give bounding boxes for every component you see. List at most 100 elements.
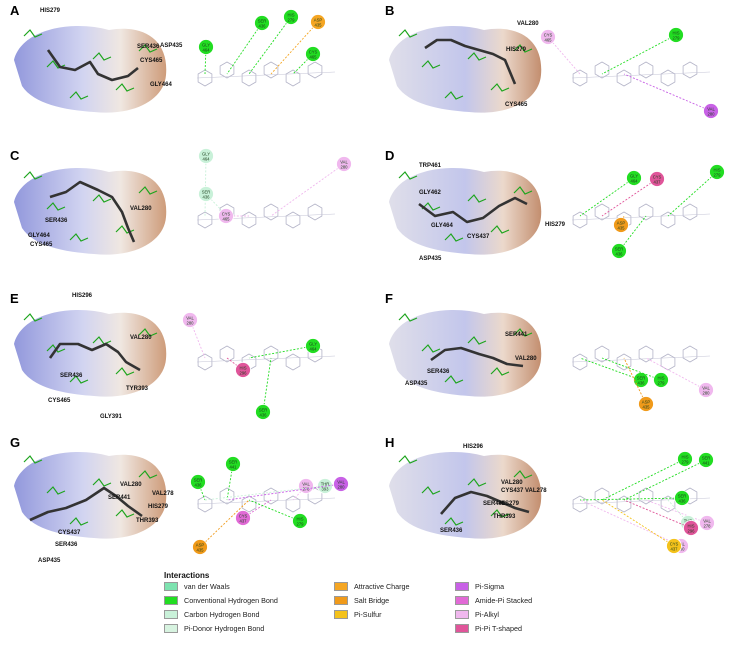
interaction-line [270,163,345,217]
legend-item-salt-bridge: Salt Bridge [334,596,389,605]
bubble-label: SER [229,460,238,465]
residue-bubble: HIS296 [683,520,699,536]
residue-stick [444,91,464,100]
residue-stick [398,313,418,322]
legend-label: Pi-Sulfur [354,610,382,619]
bubble-label: HIS [673,31,680,36]
residue-stick [138,328,158,337]
bubble-label: 435 [197,547,205,552]
protein-surface [14,451,167,539]
residue-bubble: GLY464 [305,338,321,354]
bubble-label: 464 [203,47,211,52]
interaction-line [197,481,206,501]
residue-bubble: SER436 [633,372,649,388]
residue-bubble: VAL278 [298,478,314,494]
panel-label: D [385,148,394,163]
interaction-line [248,16,292,75]
ligand-2d [571,61,711,87]
residue-stick [513,470,533,479]
residue-stick [467,52,487,61]
legend-swatch [164,610,178,619]
panel-label: B [385,3,394,18]
residue-stick [467,478,487,487]
legend-label: Pi-Pi T-shaped [475,624,523,633]
residue-bubble: ASP435 [192,539,208,555]
bubble-label: 278 [303,486,311,491]
interaction-line [262,357,272,413]
residue-stick [490,367,510,376]
residue-stick [444,375,464,384]
bubble-label: 435 [315,22,323,27]
bubble-label: SER [194,478,203,483]
residue-stick [421,202,441,211]
bubble-label: 279 [673,35,681,40]
bubble-label: VAL [702,386,710,391]
residue-bubble: VAL280 [703,103,719,119]
ligand-2d [571,203,711,229]
residue-label: SER436 [440,528,463,534]
bubble-label: HIS [288,13,295,18]
residue-stick [421,486,441,495]
legend-item-pi-sigma: Pi-Sigma [455,582,504,591]
residue-bubble: GLY464 [198,39,214,55]
bubble-label: 464 [310,346,318,351]
residue-stick [467,336,487,345]
bubble-label: GLY [630,174,638,179]
residue-stick [115,367,135,376]
residue-bubble: HIS279 [653,372,669,388]
legend-swatch [164,596,178,605]
residue-bubble: VAL280 [182,312,198,328]
residue-bubble: GLY464 [626,170,642,186]
residue-bubble: HIS296 [235,362,251,378]
residue-bubble: ASP435 [613,217,629,233]
bubble-label: THR [321,482,330,487]
residue-label: HIS296 [72,293,93,299]
residue-label: CYS437 [58,530,81,536]
bubble-label: 435 [643,404,651,409]
residue-bubble: VAL278 [699,515,715,531]
residue-label: GLY462 [419,190,441,196]
bubble-label: 279 [297,521,305,526]
legend-label: Amide-Pi Stacked [475,596,533,605]
residue-bubble: SER436 [611,243,627,259]
residue-label: SER436 [60,373,83,379]
residue-stick [490,225,510,234]
residue-label: VAL278 [152,491,174,497]
residue-stick [444,233,464,242]
interaction-line [601,499,675,547]
panel-label: H [385,435,394,450]
interaction-line [601,34,677,75]
bubble-label: 437 [671,546,679,551]
residue-bubble: ASP435 [638,396,654,412]
protein-surface [14,25,167,113]
legend-swatch [164,582,178,591]
bubble-label: 436 [616,251,624,256]
residue-stick [23,313,43,322]
bubble-label: 436 [203,194,211,199]
panel-label: A [10,3,20,18]
residue-label: VAL280 [517,21,539,27]
bubble-label: VAL [703,519,711,524]
interaction-line [623,357,647,405]
residue-bubble: CYS465 [218,208,234,224]
interaction-line [667,171,718,217]
legend-label: Attractive Charge [354,582,410,591]
residue-label: SER441 [108,495,131,501]
bubble-label: VAL [337,480,345,485]
residue-stick [490,83,510,92]
residue-label: GLY464 [431,223,453,229]
bubble-label: GLY [202,152,210,157]
residue-label: VAL278 [525,488,547,494]
bubble-label: 436 [638,380,646,385]
bubble-label: 435 [618,225,626,230]
legend-label: Conventional Hydrogen Bond [184,596,278,605]
legend-label: Pi-Sigma [475,582,505,591]
bubble-label: 436 [679,498,687,503]
bubble-label: CYS [239,514,248,519]
bubble-label: 296 [240,370,248,375]
residue-stick [92,52,112,61]
residue-stick [421,344,441,353]
bubble-label: HIS [714,168,721,173]
residue-label: VAL280 [515,356,537,362]
